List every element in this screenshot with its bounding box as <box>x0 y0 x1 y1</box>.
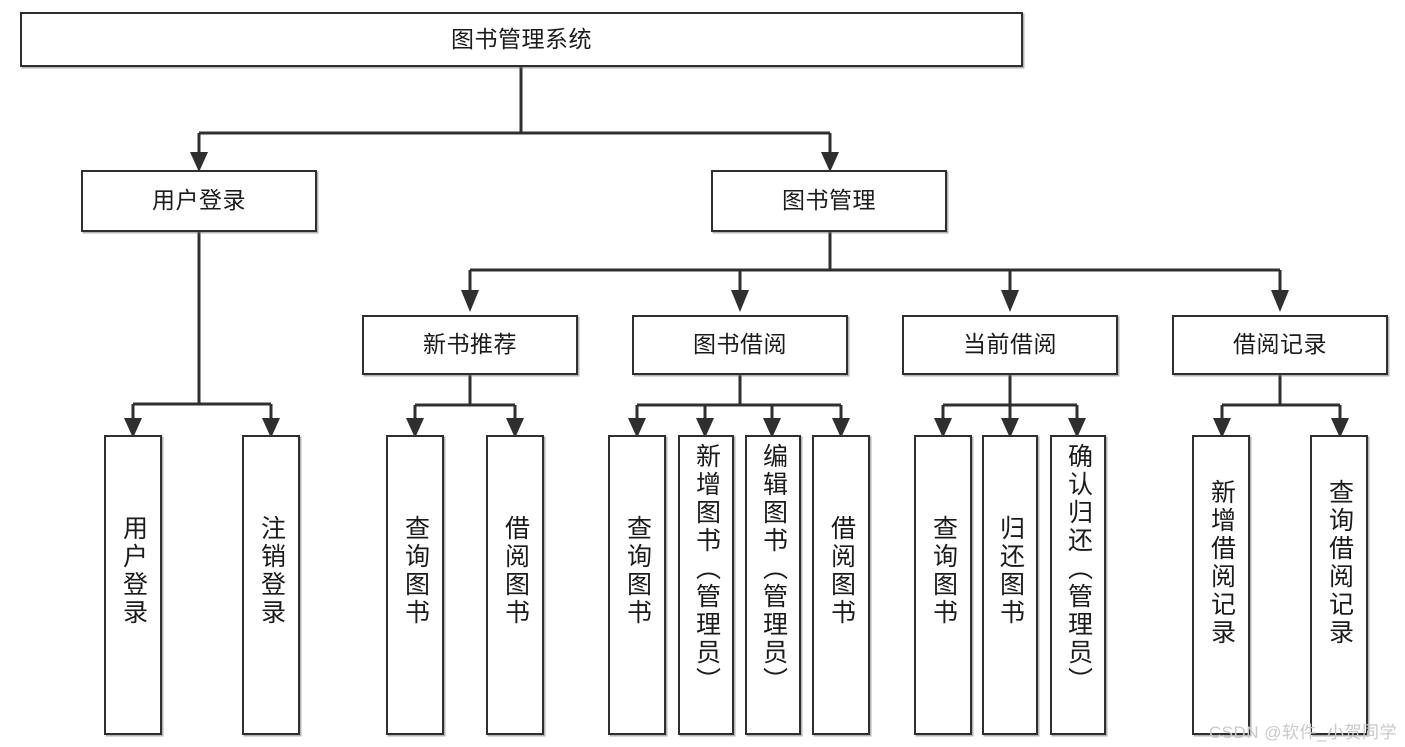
node-label: 借阅图书 <box>827 515 856 627</box>
node-label: 查询借阅记录 <box>1325 479 1354 647</box>
node-leaf-query-record[interactable]: 查询借阅记录 <box>1310 435 1368 735</box>
node-book-borrow[interactable]: 图书借阅 <box>632 315 848 375</box>
node-label: 查询图书 <box>929 515 958 627</box>
node-leaf-add-record[interactable]: 新增借阅记录 <box>1192 435 1250 735</box>
node-new-book-recommend[interactable]: 新书推荐 <box>362 315 578 375</box>
node-user-login[interactable]: 用户登录 <box>81 170 317 232</box>
node-leaf-logout-login[interactable]: 注销登录 <box>242 435 300 735</box>
node-label: 注销登录 <box>257 515 286 627</box>
node-leaf-query-book-1[interactable]: 查询图书 <box>386 435 444 735</box>
node-label: 新书推荐 <box>423 331 517 358</box>
node-label: 确认归还（管理员） <box>1064 443 1093 695</box>
node-label: 查询图书 <box>401 515 430 627</box>
node-leaf-borrow-book-1[interactable]: 借阅图书 <box>486 435 544 735</box>
node-leaf-query-book-2[interactable]: 查询图书 <box>608 435 666 735</box>
node-label: 归还图书 <box>996 515 1025 627</box>
node-label: 图书管理 <box>782 187 876 214</box>
node-label: 查询图书 <box>623 515 652 627</box>
node-leaf-add-book[interactable]: 新增图书（管理员） <box>678 435 734 735</box>
node-root-system[interactable]: 图书管理系统 <box>20 12 1023 67</box>
node-label: 编辑图书（管理员） <box>759 443 788 695</box>
node-leaf-borrow-book-2[interactable]: 借阅图书 <box>812 435 870 735</box>
node-label: 当前借阅 <box>963 331 1057 358</box>
node-book-manage[interactable]: 图书管理 <box>711 170 947 232</box>
node-current-borrow[interactable]: 当前借阅 <box>902 315 1118 375</box>
node-label: 用户登录 <box>152 187 246 214</box>
node-label: 新增图书（管理员） <box>692 443 721 695</box>
node-label: 借阅图书 <box>501 515 530 627</box>
node-label: 用户登录 <box>119 515 148 627</box>
csdn-watermark: CSDN @软件_小贺同学 <box>1208 723 1397 742</box>
node-borrow-record[interactable]: 借阅记录 <box>1172 315 1388 375</box>
node-label: 图书借阅 <box>693 331 787 358</box>
node-leaf-user-login[interactable]: 用户登录 <box>104 435 162 735</box>
node-leaf-query-book-3[interactable]: 查询图书 <box>914 435 972 735</box>
node-leaf-confirm-return[interactable]: 确认归还（管理员） <box>1050 435 1106 735</box>
node-label: 借阅记录 <box>1233 331 1327 358</box>
node-leaf-return-book[interactable]: 归还图书 <box>982 435 1038 735</box>
node-leaf-edit-book[interactable]: 编辑图书（管理员） <box>745 435 801 735</box>
node-label: 新增借阅记录 <box>1207 479 1236 647</box>
node-label: 图书管理系统 <box>451 25 592 52</box>
